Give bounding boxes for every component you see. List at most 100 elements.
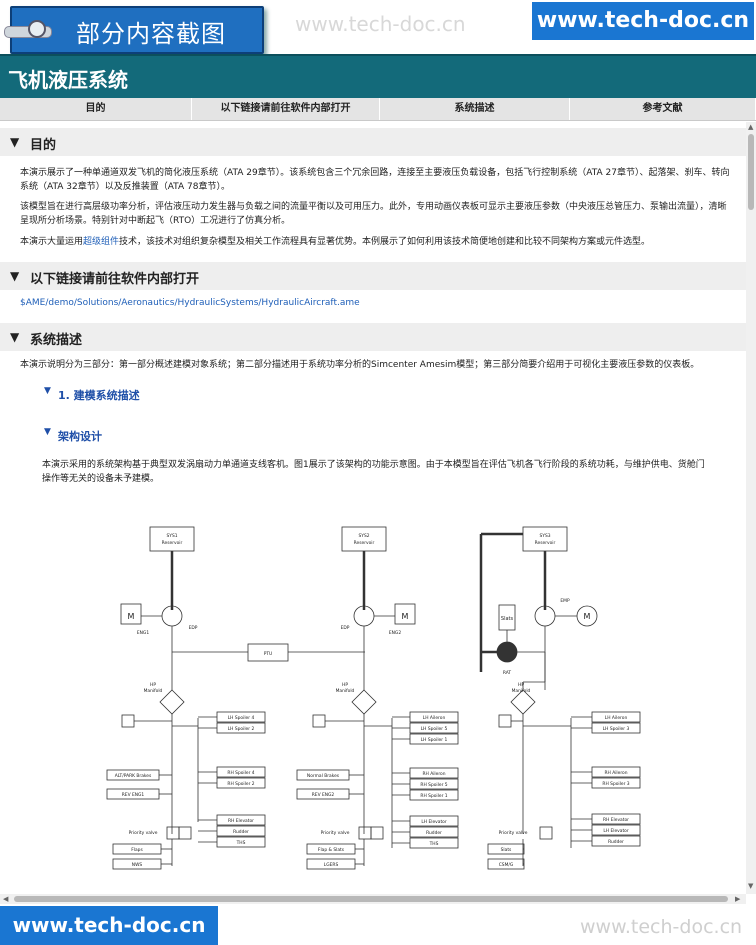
- sys2-side: REV ENG2: [312, 792, 335, 798]
- section-purpose-header[interactable]: ▼ 目的: [0, 128, 746, 156]
- horizontal-scrollbar[interactable]: ◀ ▶: [0, 894, 746, 904]
- model-path-link[interactable]: $AME/demo/Solutions/Aeronautics/Hydrauli…: [20, 298, 360, 308]
- sys3-load: LH Aileron: [605, 715, 628, 721]
- sys1-load: LH Spoiler 4: [228, 715, 255, 721]
- section-links-title: 以下链接请前往软件内部打开: [30, 272, 200, 287]
- sys2-sublabel: Reservoir: [354, 540, 375, 546]
- edp2-label: EDP: [341, 625, 350, 631]
- scroll-left-icon[interactable]: ◀: [3, 895, 9, 903]
- ptu-box: [247, 643, 289, 662]
- sys1-label: SYS1: [166, 533, 177, 539]
- sys2-load: LH Elevator: [421, 819, 447, 825]
- watermark-bottom: www.tech-doc.cn: [580, 916, 743, 938]
- hydraulic-architecture-diagram: SYS1 Reservoir SYS2 Reservoir SYS3 Reser…: [106, 526, 641, 870]
- sys3-load: RH Aileron: [604, 770, 627, 776]
- screenshot-badge: 部分内容截图: [4, 6, 264, 54]
- scroll-up-icon[interactable]: ▲: [748, 123, 754, 131]
- sys3-load: Rudder: [608, 839, 624, 845]
- sys2-load: LH Aileron: [423, 715, 446, 721]
- description-intro: 本演示说明分为三部分：第一部分概述建模对象系统；第二部分描述用于系统功率分析的S…: [20, 360, 700, 370]
- sys2-load: THS: [429, 841, 439, 847]
- rat-label: RAT: [503, 670, 512, 676]
- sys2-priority-label: Priority valve: [321, 830, 350, 836]
- sys1-load: RH Spoiler 4: [227, 770, 254, 776]
- section-links-header[interactable]: ▼ 以下链接请前往软件内部打开: [0, 262, 746, 290]
- ptu-label: PTU: [264, 651, 273, 657]
- vertical-scrollbar[interactable]: ▲ ▼: [746, 122, 756, 894]
- content-area: ▼ 目的 本演示展示了一种单通道双发飞机的简化液压系统（ATA 29章节）。该系…: [0, 122, 746, 894]
- collapse-triangle-icon[interactable]: ▼: [10, 330, 20, 344]
- site-banner-bottom: www.tech-doc.cn: [0, 906, 218, 945]
- top-banner: 部分内容截图 www.tech-doc.cn www.tech-doc.cn: [0, 0, 756, 54]
- eng2-label: ENG2: [389, 630, 401, 636]
- sys3-side: CSM/G: [499, 862, 514, 868]
- rat-box-label: Slats: [501, 616, 514, 622]
- sys1-side: Flaps: [131, 847, 143, 853]
- sub-collapse-icon[interactable]: ▼: [44, 386, 51, 396]
- sys3-reservoir-box: [522, 526, 568, 552]
- sys3-load: RH Spoiler 3: [602, 781, 629, 787]
- supercomponent-link[interactable]: 超级组件: [83, 237, 120, 247]
- scroll-down-icon[interactable]: ▼: [748, 882, 754, 890]
- collapse-triangle-icon[interactable]: ▼: [10, 269, 20, 283]
- sys2-load: LH Spoiler 5: [421, 726, 448, 732]
- eng1-motor-label: M: [128, 612, 135, 621]
- sys2-manifold-label: Manifold: [336, 688, 355, 694]
- sys3-load: LH Elevator: [603, 828, 629, 834]
- sys3-side: Slats: [501, 847, 512, 853]
- edp1-label: EDP: [189, 625, 198, 631]
- tab-references[interactable]: 参考文献: [570, 98, 756, 120]
- sys1-manifold-icon: [159, 689, 185, 715]
- nav-tabs: 目的 以下链接请前往软件内部打开 系统描述 参考文献: [0, 98, 756, 121]
- sys2-load: RH Aileron: [422, 771, 445, 777]
- tab-links[interactable]: 以下链接请前往软件内部打开: [192, 98, 380, 120]
- sys2-load: LH Spoiler 1: [421, 737, 448, 743]
- horizontal-scroll-thumb[interactable]: [14, 896, 728, 902]
- subsection-modeled-system[interactable]: 1. 建模系统描述: [58, 389, 140, 402]
- purpose-paragraph-2: 该模型旨在进行高层级功率分析，评估液压动力发生器与负载之间的流量平衡以及可用压力…: [20, 202, 727, 226]
- sub-collapse-icon[interactable]: ▼: [44, 427, 51, 437]
- sys3-load: LH Spoiler 3: [603, 726, 630, 732]
- section-description-title: 系统描述: [30, 333, 83, 348]
- sys1-sublabel: Reservoir: [162, 540, 183, 546]
- section-description-header[interactable]: ▼ 系统描述: [0, 323, 746, 351]
- rat-pump-icon: [496, 641, 518, 663]
- emp-label: EMP: [560, 598, 570, 604]
- sys2-load: RH Spoiler 1: [420, 793, 447, 799]
- watermark-top: www.tech-doc.cn: [295, 12, 466, 36]
- sys1-manifold-label: Manifold: [144, 688, 163, 694]
- sys2-side: LGERS: [324, 862, 339, 868]
- sys3-label: SYS3: [539, 533, 550, 539]
- sys1-load: Rudder: [233, 829, 249, 835]
- subsection-architecture[interactable]: 架构设计: [58, 430, 102, 443]
- purpose-paragraph-1: 本演示展示了一种单通道双发飞机的简化液压系统（ATA 29章节）。该系统包含三个…: [20, 168, 730, 192]
- sys1-priority-label: Priority valve: [129, 830, 158, 836]
- tab-description[interactable]: 系统描述: [380, 98, 570, 120]
- eng2-motor-label: M: [402, 612, 409, 621]
- sys1-side: REV ENG1: [122, 792, 145, 798]
- collapse-triangle-icon[interactable]: ▼: [10, 135, 20, 149]
- sys2-load: RH Spoiler 5: [420, 782, 447, 788]
- eng1-label: ENG1: [137, 630, 149, 636]
- sys3-manifold-label: Manifold: [512, 688, 531, 694]
- eng2-motor-box: [394, 603, 416, 625]
- tab-purpose[interactable]: 目的: [0, 98, 192, 120]
- sys1-reservoir-box: [149, 526, 195, 552]
- sys2-hp-label: HP: [342, 682, 348, 688]
- sys1-hp-label: HP: [150, 682, 156, 688]
- purpose-p3-after: 技术，该技术对组织复杂模型及相关工作流程具有显著优势。本例展示了如何利用该技术简…: [119, 237, 651, 247]
- architecture-paragraph: 本演示采用的系统架构基于典型双发涡扇动力单通道支线客机。图1展示了该架构的功能示…: [42, 460, 705, 484]
- sys2-reservoir-box: [341, 526, 387, 552]
- badge-dot-icon: [28, 20, 46, 38]
- sys1-load: LH Spoiler 2: [228, 726, 255, 732]
- sys1-side: NWS: [132, 862, 143, 868]
- page-title: 飞机液压系统: [8, 68, 128, 92]
- sys1-load: RH Spoiler 2: [227, 781, 254, 787]
- scroll-right-icon[interactable]: ▶: [735, 895, 741, 903]
- sys2-manifold-icon: [351, 689, 377, 715]
- sys3-priority-label: Priority valve: [499, 830, 528, 836]
- vertical-scroll-thumb[interactable]: [748, 134, 754, 210]
- site-banner-top: www.tech-doc.cn: [532, 2, 754, 40]
- eng1-motor-box: [120, 603, 142, 625]
- purpose-p3-before: 本演示大量运用: [20, 237, 84, 247]
